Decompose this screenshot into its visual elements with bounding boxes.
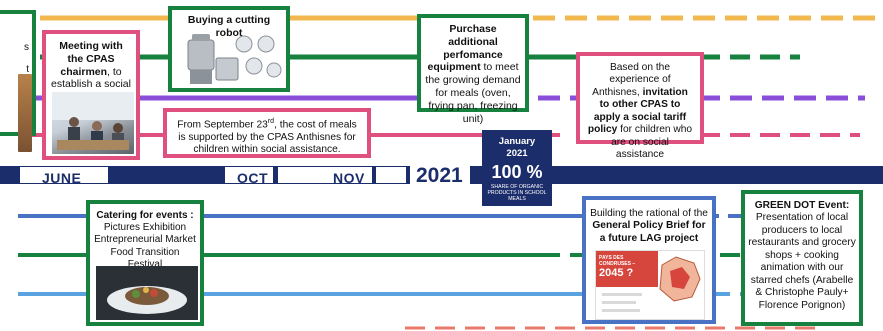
invitation-text-2: for children who are on social assistanc…	[611, 124, 693, 161]
month-june: JUNE	[42, 170, 82, 186]
robot-title: Buying a cutting robot	[187, 14, 271, 39]
cost-text-2: , the cost of meals is supported by the …	[178, 119, 357, 156]
invitation-bold: invitation to other CPAS to apply a soci…	[587, 86, 688, 136]
greendot-card: GREEN DOT Event: Presentation of local p…	[741, 190, 863, 326]
year-bg	[410, 160, 470, 188]
invitation-text-1: Based on the experience of Anthisnes,	[592, 62, 671, 98]
cost-card: From September 23rd, the cost of meals i…	[163, 108, 371, 158]
january-year: 2021	[506, 147, 528, 159]
january-month: January	[498, 136, 536, 147]
policy-thumb-banner: PAYS DES CONDRUSES – 2045 ?	[596, 251, 658, 287]
policy-thumbnail: PAYS DES CONDRUSES – 2045 ?	[595, 250, 705, 320]
robot-card: Buying a cutting robot	[168, 6, 290, 92]
edge-text-1: s	[24, 42, 29, 53]
catering-card: Catering for events : Pictures Exhibitio…	[86, 200, 204, 326]
edge-text-2: t	[26, 64, 29, 75]
meeting-photo-art	[52, 92, 134, 150]
catering-item-2: Entrepreneurial Market	[94, 234, 196, 246]
invitation-card: Based on the experience of Anthisnes, in…	[576, 52, 704, 160]
policy-bold: General Policy Brief for a future LAG pr…	[592, 220, 706, 244]
cost-sup: rd	[267, 118, 275, 125]
greendot-text: Presentation of local producers to local…	[748, 212, 856, 311]
policy-thumb-year: 2045 ?	[599, 267, 634, 280]
year-label: 2021	[416, 164, 463, 187]
month-bg-june	[20, 167, 108, 183]
policy-thumb-line	[602, 301, 636, 304]
meeting-photo	[52, 92, 134, 154]
month-bg-oct-right	[278, 167, 314, 183]
month-bg-oct-left	[225, 167, 273, 183]
catering-photo	[96, 266, 198, 320]
policy-text-1: Building the rational of the	[590, 208, 708, 219]
policy-thumb-line	[602, 293, 642, 296]
month-bg-nov	[314, 167, 372, 183]
policy-thumb-question: PAYS DES CONDRUSES –	[599, 255, 636, 268]
january-badge: January 2021 100 % SHARE OF ORGANIC PROD…	[482, 130, 552, 206]
meeting-card: Meeting with the CPAS chairmen, to estab…	[42, 30, 140, 160]
organic-share: 100 %	[491, 162, 543, 183]
catering-title: Catering for events :	[96, 210, 194, 221]
month-oct: OCT	[237, 170, 269, 186]
purchase-rest: to meet the growing demand for meals (ov…	[425, 61, 521, 125]
cost-text-1: From September 23	[177, 119, 268, 131]
policy-card: Building the rational of the General Pol…	[582, 196, 716, 324]
partial-photo	[18, 74, 32, 152]
catering-item-1: Pictures Exhibition	[103, 222, 187, 234]
purchase-bold: Purchase additional perfomance equipment	[427, 23, 503, 74]
organic-caption: SHARE OF ORGANIC PRODUCTS IN SCHOOL MEAL…	[487, 184, 547, 203]
month-nov: NOV	[333, 170, 365, 186]
robot-image	[187, 34, 282, 84]
purchase-card: Purchase additional perfomance equipment…	[417, 14, 529, 125]
month-bg-gap	[376, 167, 406, 183]
meeting-bold: Meeting with the CPAS chairmen	[59, 40, 123, 78]
policy-thumb-map	[659, 256, 701, 302]
policy-thumb-line	[602, 309, 640, 312]
catering-item-3: Food Transition Festival	[110, 246, 180, 270]
greendot-bold: GREEN DOT Event:	[754, 200, 850, 211]
